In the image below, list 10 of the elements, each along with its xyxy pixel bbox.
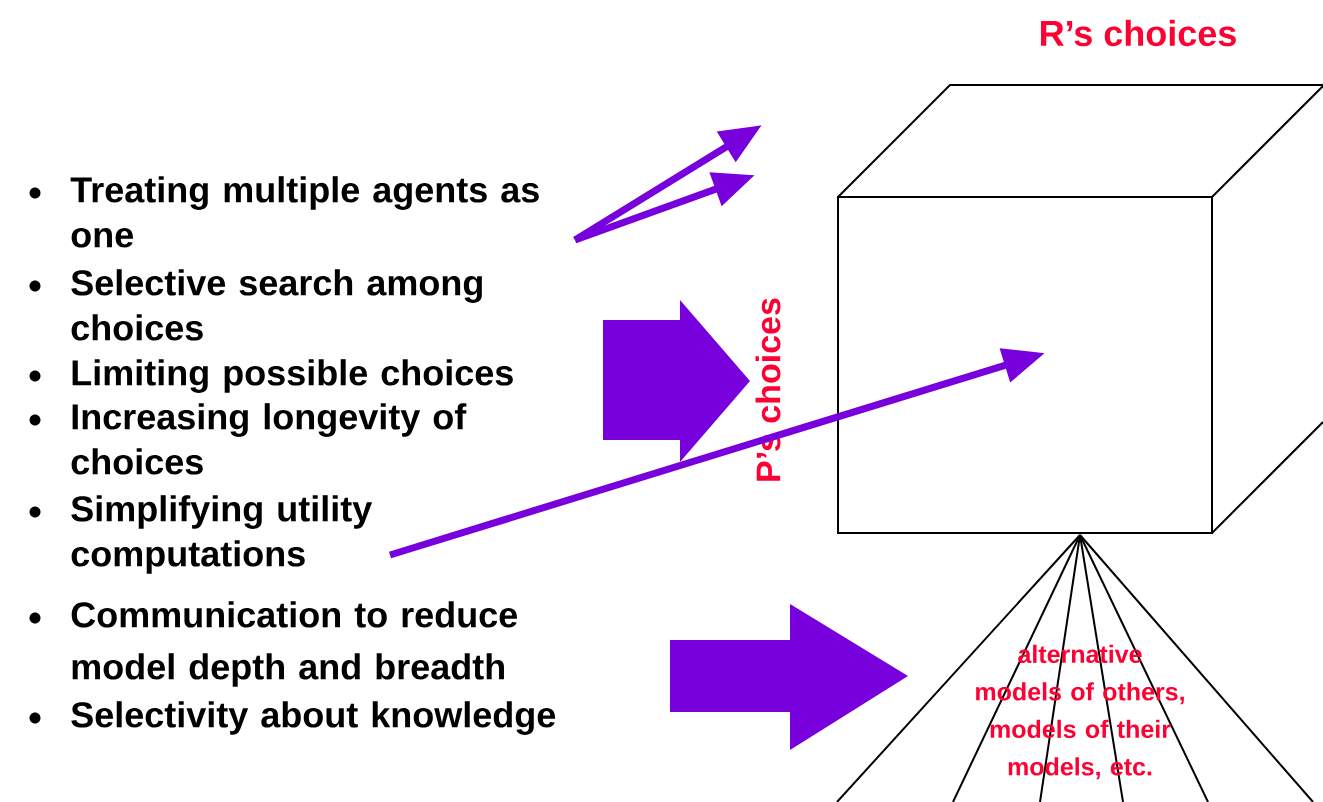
- heading: R’s choices: [1041, 19, 1236, 47]
- block-arrow: [670, 604, 908, 750]
- list-item: Limiting possible choices: [72, 359, 513, 393]
- list-item: Communication to reduce model depth and breadth: [71, 601, 517, 687]
- block-arrow: [603, 300, 750, 462]
- list-item: Simplifying utility computations: [71, 495, 373, 574]
- list-item: Treating multiple agents as one: [70, 176, 539, 248]
- list-item: Selective search among choices: [71, 269, 482, 341]
- list-item: Increasing longevity of choices: [71, 403, 467, 475]
- list-item: Selectivity about knowledge: [71, 701, 556, 735]
